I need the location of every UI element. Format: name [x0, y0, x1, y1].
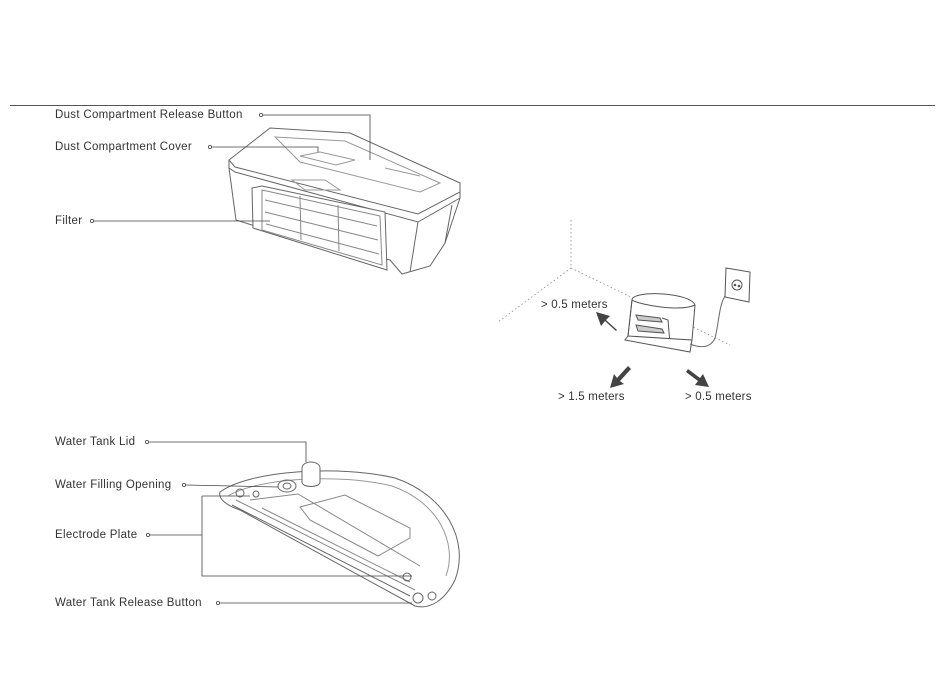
dust-bin-illustration — [229, 128, 460, 274]
water-tank-illustration — [220, 462, 460, 607]
clearance-guides — [498, 220, 730, 345]
power-socket-icon — [725, 268, 750, 302]
charging-dock-illustration — [625, 284, 736, 352]
